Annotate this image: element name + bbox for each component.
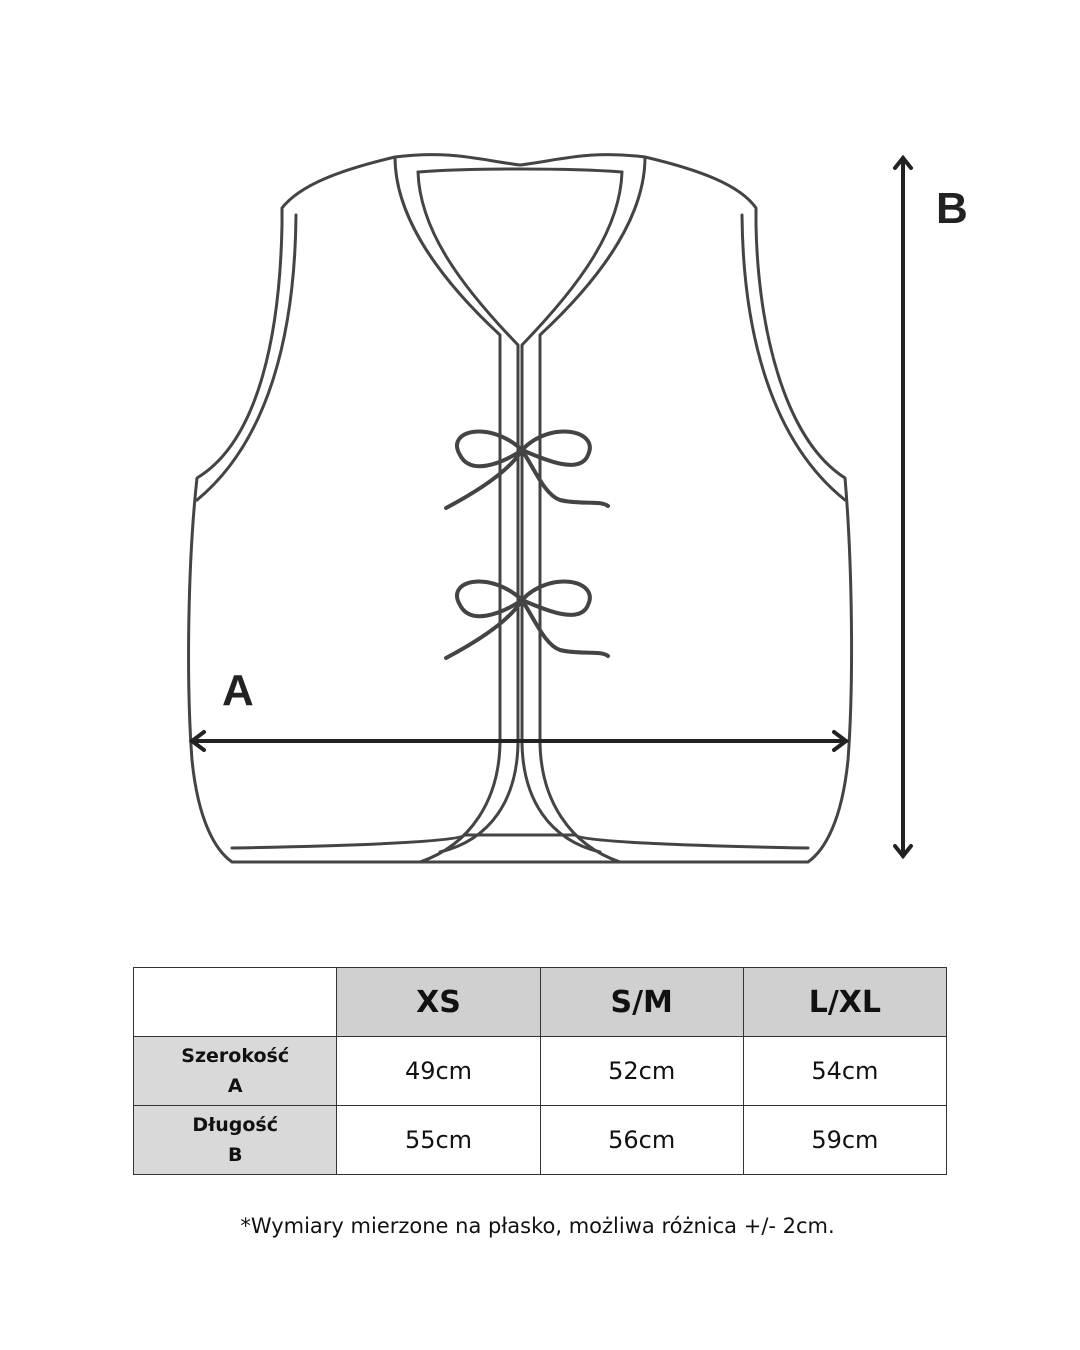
vest-sketch: [187, 153, 913, 864]
header-sm: S/M: [539, 967, 744, 1037]
neck-line: [416, 167, 624, 174]
neck-trim-inner: [416, 170, 520, 854]
neck-trim-inner-r: [520, 170, 624, 854]
measurement-note: *Wymiary mierzone na płasko, możliwa róż…: [240, 1214, 835, 1238]
header-empty: [132, 967, 338, 1037]
cell: 59cm: [742, 1105, 948, 1175]
row-letter: A: [227, 1075, 243, 1097]
bow-ties: [444, 429, 610, 660]
armhole-trim-right: [740, 213, 847, 502]
neck-trim-outer: [393, 155, 502, 864]
header-xs: XS: [336, 967, 541, 1037]
armhole-trim-left: [195, 213, 298, 502]
neck-trim-outer-r: [538, 155, 647, 864]
bow-bottom: [444, 579, 610, 660]
cell: 49cm: [336, 1036, 541, 1106]
row-name: Długość: [192, 1114, 278, 1136]
vest-outline: [187, 153, 854, 864]
cell: 52cm: [539, 1036, 744, 1106]
row-letter: B: [227, 1144, 243, 1166]
row-name: Szerokość: [181, 1045, 290, 1067]
bow-top: [444, 429, 610, 510]
width-label: A: [222, 666, 254, 715]
cell: 55cm: [336, 1105, 541, 1175]
hem-line: [230, 833, 810, 850]
length-label: B: [936, 184, 968, 233]
header-lxl: L/XL: [742, 967, 948, 1037]
table-header-row: XS S/M L/XL: [132, 967, 948, 1037]
cell: 56cm: [539, 1105, 744, 1175]
cell: 54cm: [742, 1036, 948, 1106]
